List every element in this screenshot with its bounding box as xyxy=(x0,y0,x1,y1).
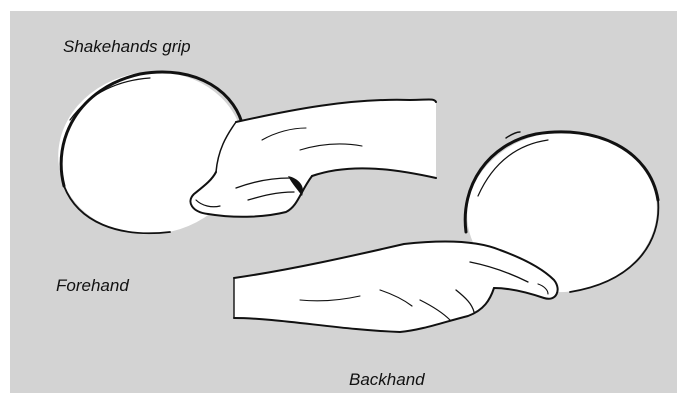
forehand-grip-illustration xyxy=(48,60,436,246)
backhand-hand-icon xyxy=(234,242,558,332)
grip-title: Shakehands grip xyxy=(63,37,191,57)
backhand-label: Backhand xyxy=(349,370,425,390)
forehand-label: Forehand xyxy=(56,276,129,296)
